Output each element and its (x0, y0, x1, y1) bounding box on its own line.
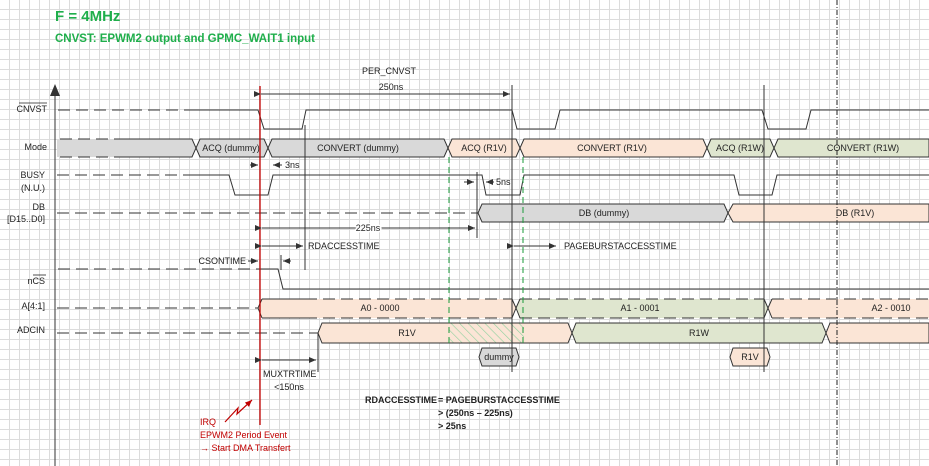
irq-dma-label: → Start DMA Transfert (200, 443, 291, 453)
irq-event-label: EPWM2 Period Event (200, 430, 288, 440)
mode-bus (57, 138, 929, 158)
cnvst-subtitle: CNVST: EPWM2 output and GPMC_WAIT1 input (55, 33, 316, 45)
mode-seg-convert-dummy: CONVERT (dummy) (317, 143, 399, 153)
addr-seg-a0: A0 - 0000 (360, 303, 399, 313)
db-seg-dummy: DB (dummy) (579, 208, 630, 218)
label-muxtr-value: <150ns (274, 382, 304, 392)
mode-seg-acq-dummy: ACQ (dummy) (202, 143, 260, 153)
db-bus (57, 203, 929, 223)
signal-label-cnvst: CNVST (16, 104, 47, 114)
dimension-arrows (248, 91, 556, 363)
ncs-waveform (58, 268, 929, 290)
frequency-title: F = 4MHz (55, 8, 121, 25)
cnvst-waveform (58, 109, 929, 130)
signal-label-db-sub: [D15..D0] (7, 214, 45, 224)
label-225ns: 225ns (356, 223, 381, 233)
mode-seg-convert-r1w: CONVERT (R1W) (827, 143, 899, 153)
label-3ns: 3ns (285, 160, 300, 170)
label-pageburstaccesstime: PAGEBURSTACCESSTIME (564, 241, 677, 251)
signal-label-ncs: nCS (27, 276, 45, 286)
formula-lhs: RDACCESSTIME (365, 395, 437, 405)
signal-label-adcin: ADCIN (17, 325, 45, 335)
per-cnvst-label: PER_CNVST (362, 66, 417, 76)
adcin-seg-r1v: R1V (398, 328, 416, 338)
adcin-bus (57, 322, 929, 344)
db-seg-r1v: DB (R1V) (836, 208, 875, 218)
sample-box-r1v (729, 347, 771, 367)
label-csontime: CSONTIME (198, 256, 246, 266)
formula-line-1: = PAGEBURSTACCESSTIME (438, 395, 560, 405)
sample-label-r1v: R1V (741, 352, 759, 362)
signal-label-db: DB (32, 202, 45, 212)
signal-label-busy: BUSY (20, 170, 45, 180)
signal-label-busy-sub: (N.U.) (21, 183, 45, 193)
signal-label-mode: Mode (24, 142, 47, 152)
mode-seg-acq-r1v: ACQ (R1V) (461, 143, 507, 153)
irq-label: IRQ (200, 417, 216, 427)
signal-label-addr: A[4:1] (21, 301, 45, 311)
adcin-seg-r1w: R1W (689, 328, 710, 338)
formula-line-3: > 25ns (438, 421, 466, 431)
mode-seg-acq-r1w: ACQ (R1W) (716, 143, 764, 153)
formula-line-2: > (250ns – 225ns) (438, 408, 513, 418)
label-5ns: 5ns (496, 177, 511, 187)
addr-seg-a2: A2 - 0010 (871, 303, 910, 313)
label-rdaccesstime: RDACCESSTIME (308, 241, 380, 251)
label-muxtrtime: MUXTRTIME (263, 369, 316, 379)
mode-seg-convert-r1v: CONVERT (R1V) (577, 143, 647, 153)
sample-label-dummy: dummy (484, 352, 514, 362)
per-cnvst-value: 250ns (379, 82, 404, 92)
sample-box-dummy (478, 347, 520, 367)
axis-arrow-icon (50, 84, 60, 96)
address-bus (57, 298, 929, 319)
addr-seg-a1: A1 - 0001 (620, 303, 659, 313)
busy-waveform (57, 174, 929, 196)
irq-lightning-icon (224, 399, 253, 423)
hatched-region (449, 323, 524, 343)
